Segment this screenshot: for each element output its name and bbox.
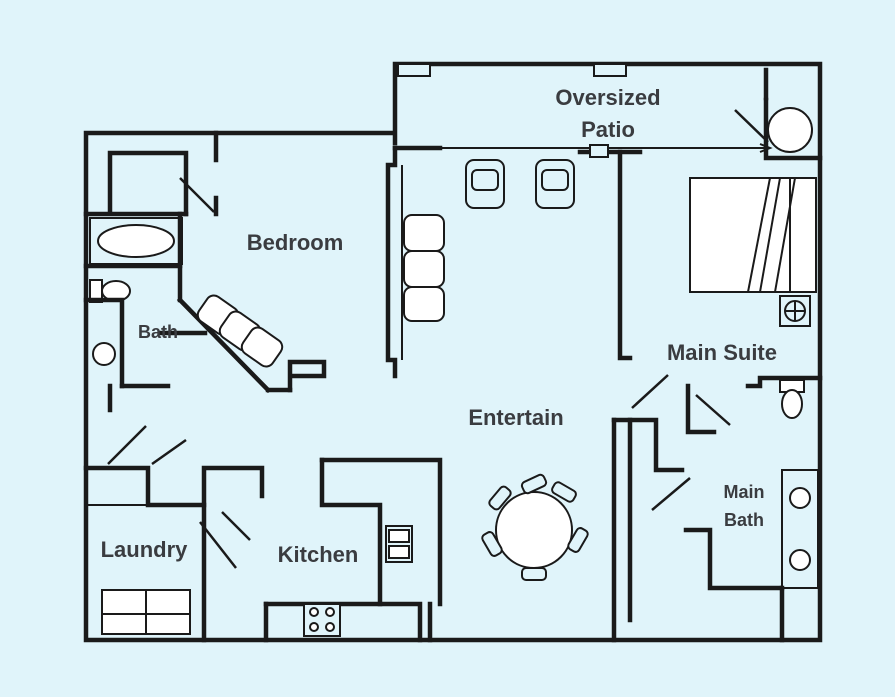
exterior-walls [83,61,823,643]
patio-label-line2: Patio [581,117,635,142]
bed-icon [689,177,817,293]
kitchen-area [263,457,443,643]
sink-icon [92,342,116,366]
bath-label: Bath [138,322,178,342]
kitchen-sink-icon [385,525,413,563]
laundry-label: Laundry [101,537,189,562]
patio-label-line1: Oversized [555,85,660,110]
sectional-sofa-icon [196,294,284,368]
laundry-area [83,425,265,643]
sink-icon [789,487,811,509]
sink-icon [789,549,811,571]
main-bath-label-line2: Bath [724,510,764,530]
bedroom-label: Bedroom [247,230,344,255]
patio-chair-icon [465,159,505,209]
entertain-label: Entertain [468,405,563,430]
bedroom-area [83,130,327,413]
main-suite-area [611,149,823,643]
main-suite-label: Main Suite [667,340,777,365]
toilet-icon [779,379,805,419]
sofa-icon [403,214,445,322]
nightstand-icon [779,295,811,327]
hot-tub-icon [767,107,813,153]
dining-table-icon [481,473,589,581]
entertain-area [385,145,589,581]
stove-icon [303,603,341,637]
washer-dryer-icon [101,589,191,635]
patio-chair-icon [535,159,575,209]
main-bath-label-line1: Main [723,482,764,502]
kitchen-label: Kitchen [278,542,359,567]
patio-area [392,63,823,209]
